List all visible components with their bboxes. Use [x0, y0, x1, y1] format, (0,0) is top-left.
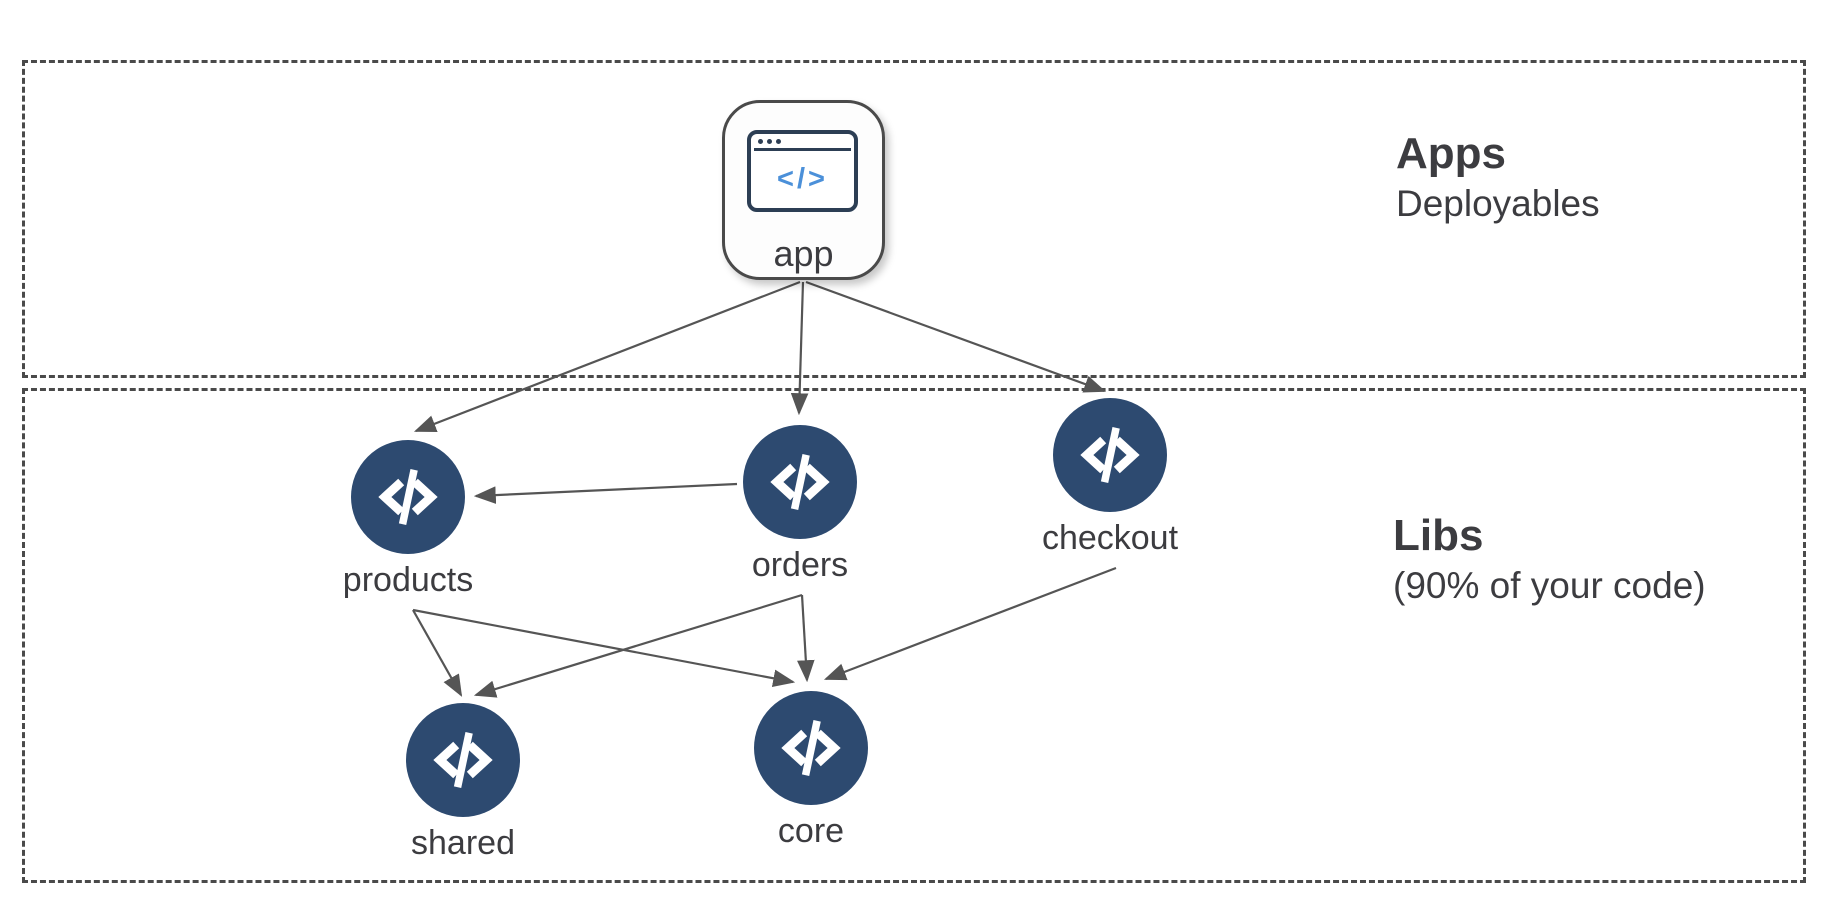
- code-icon: [754, 691, 868, 805]
- node-orders-label: orders: [751, 546, 849, 584]
- code-icon: [743, 425, 857, 539]
- node-checkout-label: checkout: [1041, 519, 1179, 557]
- browser-divider: [754, 148, 851, 151]
- browser-code-icon: </>: [747, 130, 858, 212]
- libs-region-label: Libs (90% of your code): [1393, 511, 1706, 609]
- apps-region-subtitle: Deployables: [1396, 183, 1600, 225]
- node-app: </> app: [722, 100, 885, 280]
- libs-region-frame: [22, 388, 1806, 883]
- node-products-label: products: [342, 561, 474, 599]
- libs-region-title: Libs: [1393, 511, 1484, 560]
- node-products: products: [343, 440, 473, 599]
- apps-region-title: Apps: [1396, 129, 1506, 178]
- node-checkout: checkout: [1042, 398, 1178, 557]
- code-icon: [406, 703, 520, 817]
- code-icon: [1053, 398, 1167, 512]
- node-shared-label: shared: [411, 824, 515, 862]
- browser-dots-icon: [758, 139, 781, 144]
- libs-region-subtitle: (90% of your code): [1393, 565, 1706, 607]
- code-glyph: </>: [777, 163, 828, 195]
- node-core-label: core: [777, 812, 845, 850]
- node-app-label: app: [773, 233, 834, 274]
- node-shared: shared: [406, 703, 520, 862]
- node-core: core: [754, 691, 868, 850]
- apps-region-label: Apps Deployables: [1396, 129, 1600, 227]
- code-icon: [351, 440, 465, 554]
- node-orders: orders: [743, 425, 857, 584]
